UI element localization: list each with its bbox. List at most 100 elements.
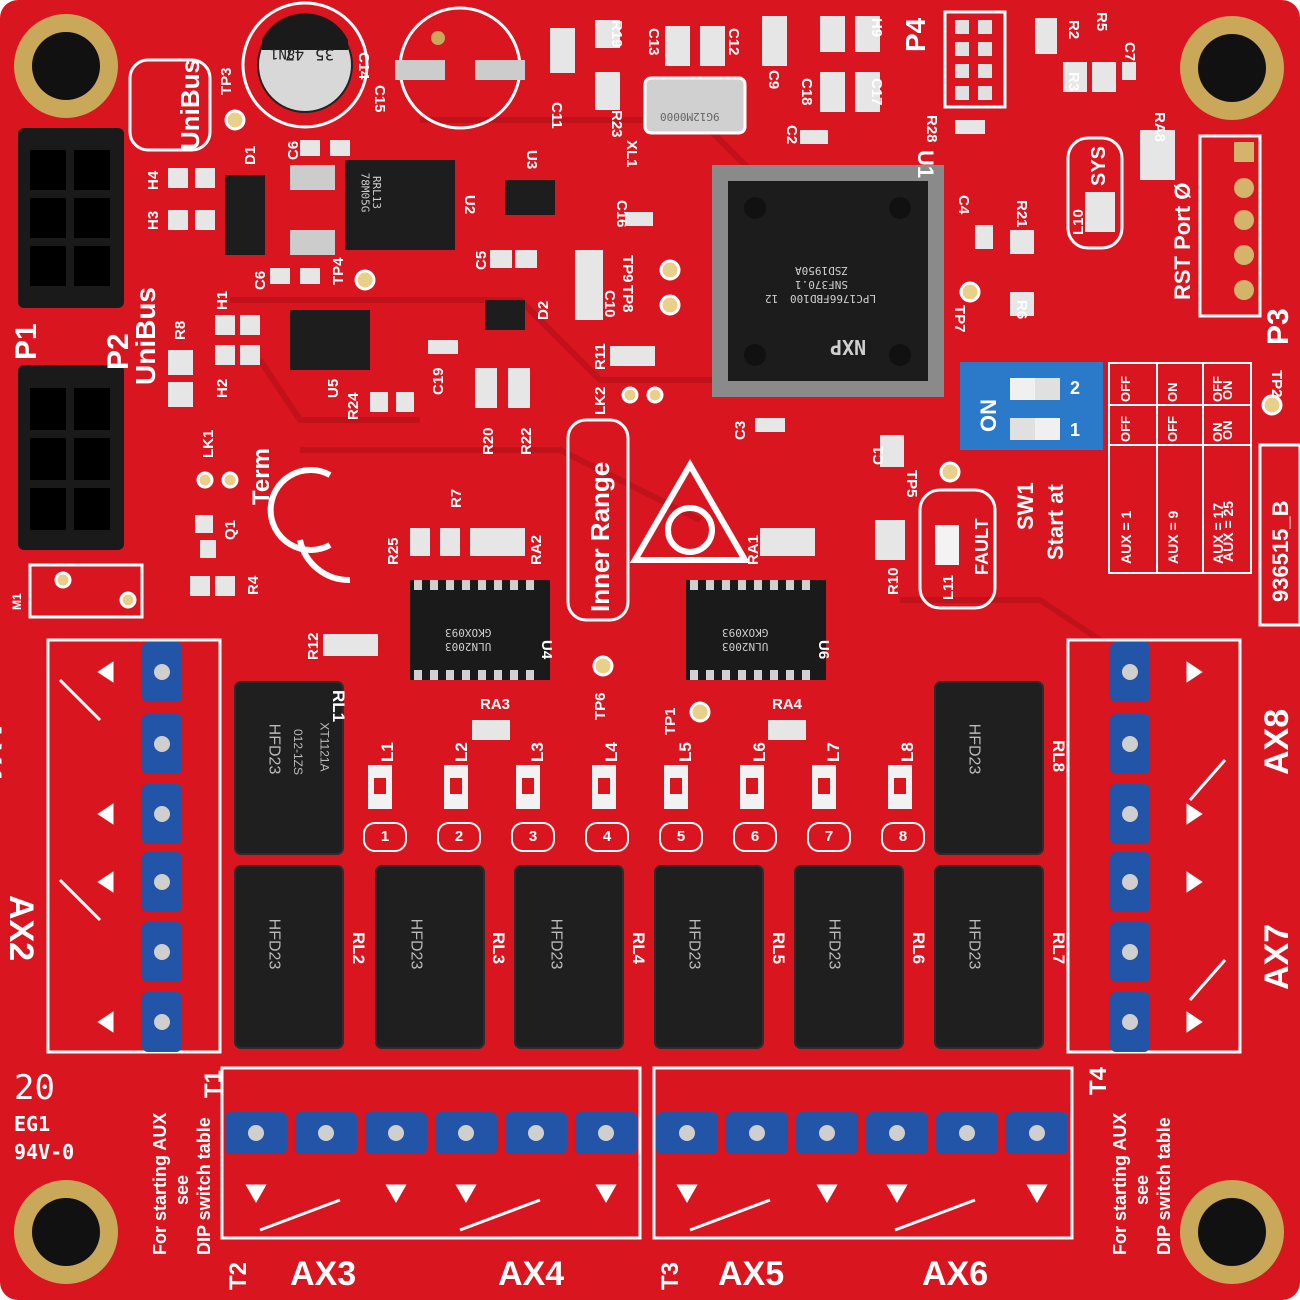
- ref-h3: H3: [145, 210, 162, 230]
- ref-c13: C13: [645, 28, 662, 56]
- ref-ra8: RA8: [1151, 112, 1168, 143]
- ref-c6-top: C6: [285, 140, 302, 160]
- led-l2-label: L2: [452, 742, 471, 762]
- ref-r19: R19: [608, 20, 625, 48]
- terminal-block-t1: [46, 638, 222, 1054]
- ref-u4: U4: [538, 640, 555, 660]
- dip-row-2-s1: ON: [1165, 382, 1180, 403]
- ref-tp5: TP5: [903, 470, 920, 498]
- ref-u2: U2: [461, 195, 478, 215]
- board-id-box: [1258, 443, 1300, 627]
- ref-u5: U5: [325, 378, 342, 398]
- note-left-line3: DIP switch table: [194, 1117, 214, 1255]
- brand-logo-box: [566, 418, 630, 622]
- p3-label: P3: [1262, 308, 1295, 345]
- connector-p1: [18, 128, 124, 308]
- capacitor-volt: 35: [315, 45, 335, 64]
- ax8-label: AX8: [1258, 708, 1296, 775]
- mcu-part: LPC1766FBD100: [790, 292, 877, 305]
- eg-marking: EG1: [14, 1112, 51, 1136]
- ref-r11: R11: [592, 343, 609, 370]
- note-right-line1: For starting AUX: [1110, 1112, 1130, 1255]
- fault-label: FAULT: [972, 518, 992, 575]
- rl4-label: RL4: [629, 932, 648, 965]
- ref-r25: R25: [385, 537, 402, 565]
- ref-c10: C10: [601, 290, 618, 318]
- chip-u3: [505, 180, 555, 215]
- start-at-label: Start at: [1043, 484, 1068, 560]
- sys-label: SYS: [1088, 145, 1110, 186]
- ul-rating-marking: 94V-0: [14, 1140, 75, 1164]
- terminal-block-t4: [1066, 638, 1242, 1054]
- unibus-top-label: UniBus: [175, 59, 205, 150]
- ref-h2: H2: [214, 378, 231, 398]
- dip-row-1-s2: OFF: [1118, 416, 1133, 442]
- ref-tp7: TP7: [951, 305, 968, 333]
- ref-c16: C16: [613, 200, 630, 228]
- dip-key-1: 1: [1070, 420, 1081, 440]
- t4-label: T4: [1085, 1066, 1112, 1095]
- ref-r3: R3: [1065, 72, 1082, 92]
- dip-row-4-s2: ON: [1220, 420, 1235, 441]
- rl2-label: RL2: [349, 932, 368, 965]
- ref-tp3: TP3: [218, 67, 235, 95]
- led-number-7: 7: [807, 822, 851, 852]
- relay-rl1-model: 012-1ZS: [291, 728, 306, 776]
- rcm-mark: [629, 459, 751, 563]
- rl7-label: RL7: [1049, 932, 1068, 965]
- relay-rl2-marking: HFD23: [265, 918, 283, 970]
- ax4-label: AX4: [498, 1255, 565, 1293]
- ref-r6: R6: [1013, 300, 1030, 320]
- led-number-2: 2: [437, 822, 481, 852]
- ref-d1: D1: [242, 145, 259, 165]
- u6-lot: GKOX093: [722, 626, 769, 639]
- relay-rl4-marking: HFD23: [547, 918, 565, 970]
- board-id-label: 936515_B: [1268, 500, 1293, 602]
- connector-p4: [943, 10, 1007, 109]
- relays: [234, 681, 1044, 1049]
- ref-u6: U6: [815, 640, 832, 660]
- ref-lk1: LK1: [200, 429, 217, 458]
- note-left-line1: For starting AUX: [150, 1112, 170, 1255]
- terminal-block-t2: [220, 1066, 642, 1240]
- driver-chip-u4: [410, 580, 550, 680]
- brand-label: Inner Range: [585, 461, 615, 612]
- led-number-3: 3: [511, 822, 555, 852]
- dip-switch-table: OFF OFF ON OFF OFF ON AUX = 1 AUX = 9 AU…: [1108, 362, 1252, 574]
- p4-label: P4: [900, 17, 931, 52]
- relay-rl3-marking: HFD23: [407, 918, 425, 970]
- ref-c3: C3: [732, 420, 749, 440]
- ref-tp4: TP4: [330, 257, 347, 285]
- rl6-label: RL6: [909, 932, 928, 965]
- dip-switch-sw1[interactable]: [960, 362, 1103, 450]
- sys-led-box: [1066, 136, 1124, 250]
- led-number-6: 6: [733, 822, 777, 852]
- ref-r20: R20: [480, 427, 497, 455]
- l10-label: L10: [1070, 209, 1087, 235]
- mounting-hole-bottom-right: [1180, 1180, 1284, 1284]
- led-l5-label: L5: [676, 742, 695, 762]
- regulator-lot: RRL13: [370, 175, 384, 210]
- ref-tp9: TP9: [619, 255, 636, 283]
- ref-c6-bottom: C6: [252, 270, 269, 290]
- dip-key-2: 2: [1070, 378, 1081, 398]
- ref-d2: D2: [535, 300, 552, 320]
- ref-q1: Q1: [222, 519, 239, 540]
- diode-d2: [485, 300, 525, 330]
- connector-p2: [18, 365, 124, 550]
- capacitor-rating: 8N1: [270, 45, 296, 61]
- driver-chip-u6: [686, 580, 826, 680]
- l11-label: L11: [940, 574, 957, 600]
- t1-label: T1: [200, 1069, 227, 1098]
- relay-rl7-marking: HFD23: [965, 918, 983, 970]
- ref-r4: R4: [245, 575, 262, 595]
- connector-p3: [1198, 134, 1262, 318]
- ref-c7: C7: [1121, 42, 1138, 62]
- led-l7-label: L7: [824, 742, 843, 762]
- crystal-marking: 9G12M0000: [660, 110, 720, 123]
- unibus-silk-box: [128, 58, 212, 152]
- ref-c11: C11: [548, 102, 565, 129]
- dip-row-4-s1: ON: [1220, 380, 1235, 401]
- relay-rl5-marking: HFD23: [685, 918, 703, 970]
- capacitor-c14: [241, 1, 369, 129]
